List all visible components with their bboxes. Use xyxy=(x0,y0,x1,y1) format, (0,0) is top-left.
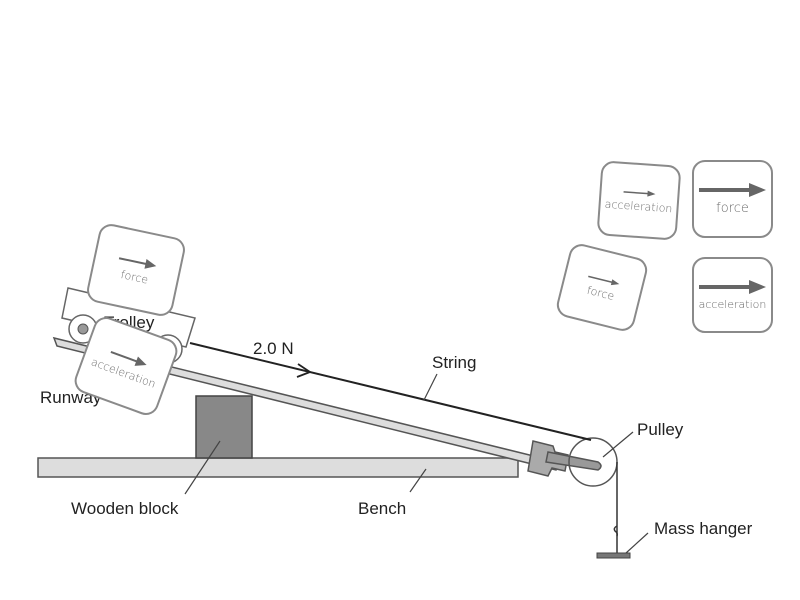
card-label: force xyxy=(585,283,616,303)
arrow-right-icon xyxy=(110,351,147,366)
wooden-block xyxy=(195,395,253,459)
string-leader xyxy=(423,373,438,401)
trolley-wheel-rear-hub xyxy=(77,323,89,335)
mass-hanger-leader xyxy=(625,532,649,554)
force-card[interactable]: force xyxy=(554,241,650,334)
acceleration-card[interactable]: acceleration xyxy=(596,160,682,241)
arrow-right-icon xyxy=(623,190,656,197)
pulley-arm xyxy=(545,451,602,471)
force-arrow-head xyxy=(296,363,312,378)
bench-leader xyxy=(409,468,427,493)
acceleration-card[interactable]: acceleration xyxy=(70,313,182,419)
bench xyxy=(37,457,519,478)
pulley-label: Pulley xyxy=(637,420,684,439)
card-label: acceleration xyxy=(604,197,673,215)
card-label: acceleration xyxy=(698,298,767,311)
acceleration-card[interactable]: acceleration xyxy=(692,257,773,333)
mass-hanger-label: Mass hanger xyxy=(654,519,753,538)
arrow-right-icon xyxy=(118,257,157,269)
wooden-block-leader xyxy=(184,440,221,495)
string-label: String xyxy=(432,353,476,372)
arrow-right-icon xyxy=(698,183,766,197)
wooden-block-label: Wooden block xyxy=(71,499,179,518)
arrow-right-icon xyxy=(698,280,766,294)
string xyxy=(189,342,592,441)
card-label: force xyxy=(119,268,150,287)
mass-hanger xyxy=(596,552,631,559)
force-card[interactable]: force xyxy=(692,160,773,238)
force-card[interactable]: force xyxy=(84,221,188,319)
card-label: force xyxy=(716,201,749,216)
force-value-label: 2.0 N xyxy=(253,339,294,358)
hanger-hook xyxy=(613,525,618,537)
arrow-right-icon xyxy=(588,275,620,285)
runway xyxy=(52,336,559,471)
bench-label: Bench xyxy=(358,499,406,518)
pulley-leader xyxy=(602,431,634,458)
